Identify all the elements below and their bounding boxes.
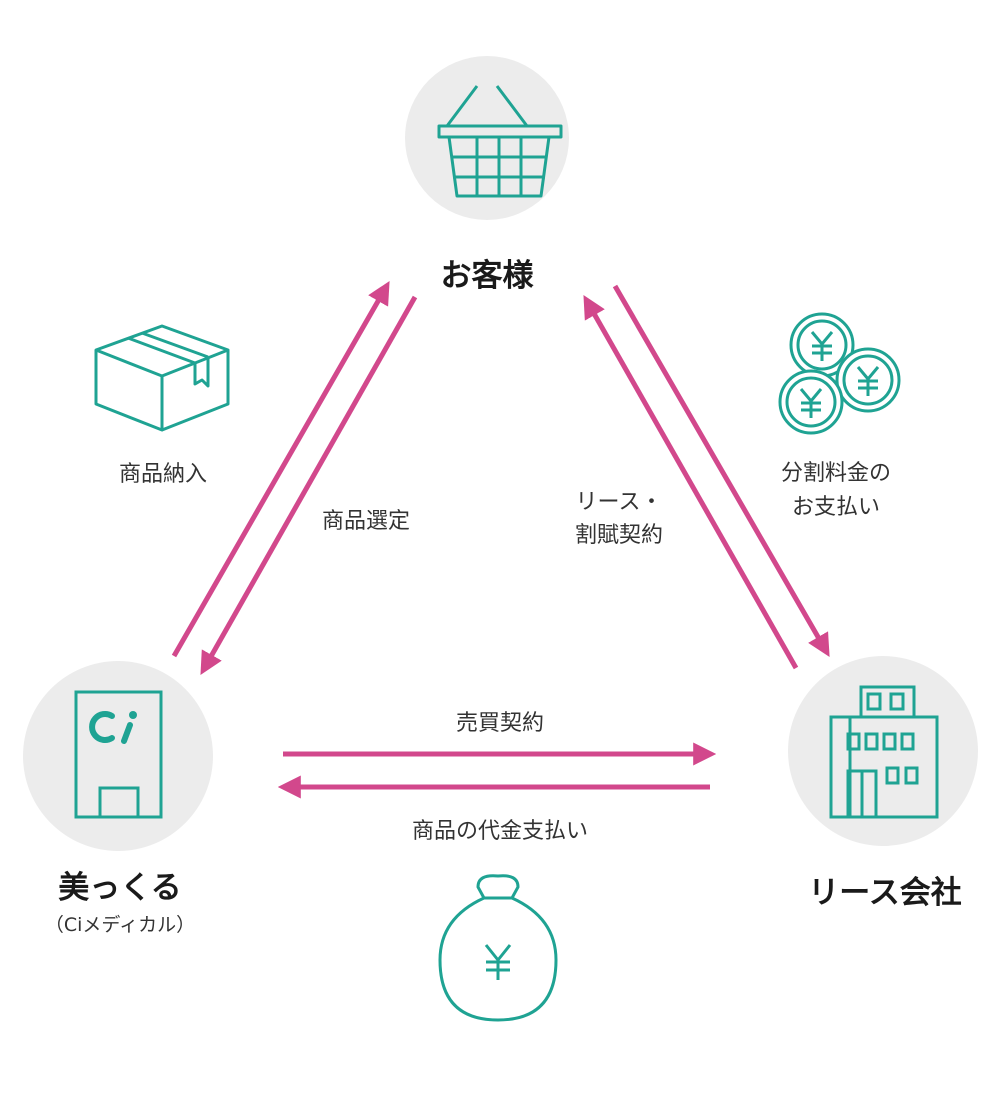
installment-payment-line2: お支払い <box>791 495 880 520</box>
ci-building-icon <box>74 690 163 819</box>
lease-contract-line1: リース・ <box>575 490 663 515</box>
product-payment-label: 商品の代金支払い <box>411 819 588 844</box>
installment-payment-line1: 分割料金の <box>780 461 891 486</box>
lease-circle <box>788 656 978 846</box>
shopping-basket-icon <box>437 85 563 198</box>
product-delivery-label: 商品納入 <box>118 462 207 487</box>
arrow-maker-to-customer <box>171 281 390 658</box>
lease-contract-line2: 割賦契約 <box>574 523 663 548</box>
lease-label: リース会社 <box>808 875 962 911</box>
arrow-lease-to-customer <box>583 295 799 670</box>
sales-contract-label: 売買契約 <box>455 711 544 736</box>
product-selection-label: 商品選定 <box>321 509 410 534</box>
maker-label: 美っくる <box>58 870 182 906</box>
maker-sublabel: （Ciメディカル） <box>44 914 196 936</box>
customer-label: お客様 <box>440 258 534 294</box>
arrow-customer-to-lease <box>612 284 830 657</box>
cardboard-box-icon <box>94 324 230 432</box>
yen-coins-icon <box>778 312 901 435</box>
arrow-customer-to-maker <box>200 295 418 676</box>
office-building-icon <box>829 685 939 819</box>
maker-circle <box>23 661 213 851</box>
yen-money-bag-icon <box>438 874 558 1022</box>
